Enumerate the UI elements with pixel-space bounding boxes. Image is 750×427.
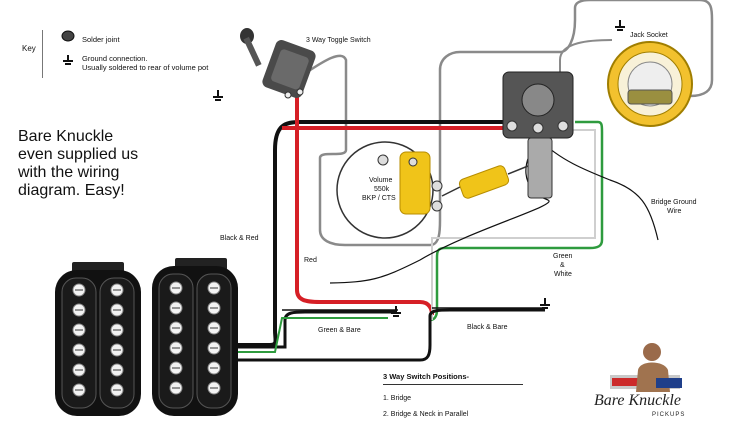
pole-pieces (72, 281, 221, 397)
rear-pot (502, 71, 574, 199)
key-title: Key (22, 44, 36, 53)
key-divider (42, 30, 43, 78)
headline: Bare Knuckle even supplied us with the w… (18, 128, 139, 199)
label-toggle-switch: 3 Way Toggle Switch (306, 37, 371, 44)
black-wire (210, 120, 505, 347)
label-amp: & (560, 262, 565, 269)
logo-sub: PICKUPS (652, 412, 686, 418)
label-bridge-ground-wire: Wire (667, 208, 681, 215)
ground-symbols (213, 20, 625, 317)
label-black-bare: Black & Bare (467, 324, 508, 331)
switch-position-item: 2. Bridge & Neck in Parallel (383, 411, 469, 418)
solder-joint-icon (61, 30, 75, 42)
grey-wire-jack-to-pot (559, 39, 613, 100)
key-solder-joint: Solder joint (82, 35, 120, 44)
green-wire (429, 120, 604, 322)
neck-black-wire (210, 310, 396, 349)
key-ground-note: Usually soldered to rear of volume pot (82, 63, 209, 72)
volume-pot (336, 141, 443, 239)
neck-green-wire (210, 317, 388, 353)
label-green-bare: Green & Bare (318, 327, 361, 334)
label-volume-type: BKP / CTS (362, 195, 396, 202)
bridge-pickup (152, 258, 238, 416)
grey-wire-switch-to-pot (298, 0, 714, 247)
logo-name: Bare Knuckle (594, 392, 681, 409)
label-bridge-ground: Bridge Ground (651, 199, 697, 206)
bare-knuckle-logo-figure (610, 343, 682, 392)
switch-positions-title: 3 Way Switch Positions- (383, 372, 469, 381)
label-jack-socket: Jack Socket (630, 32, 668, 39)
neck-pickup (55, 262, 141, 416)
bridge-black-wire (210, 308, 545, 362)
label-green: Green (553, 253, 573, 260)
toggle-switch (240, 28, 316, 99)
bridge-ground-wire (329, 139, 659, 284)
label-volume-value: 550k (374, 186, 390, 193)
key-ground: Ground connection. Usually soldered to r… (82, 54, 222, 72)
switch-positions: 3 Way Switch Positions- 1. Bridge 2. Bri… (383, 372, 523, 427)
label-volume: Volume (369, 177, 392, 184)
key-ground-label: Ground connection. (82, 54, 148, 63)
label-black-red: Black & Red (220, 235, 259, 242)
label-red: Red (304, 257, 317, 264)
jack-socket (607, 41, 693, 127)
switch-positions-rule (383, 384, 523, 385)
switch-position-item: 1. Bridge (383, 395, 412, 402)
capacitor (441, 165, 529, 199)
ground-icon (63, 55, 73, 65)
white-wire (431, 129, 596, 320)
label-white: White (554, 271, 572, 278)
